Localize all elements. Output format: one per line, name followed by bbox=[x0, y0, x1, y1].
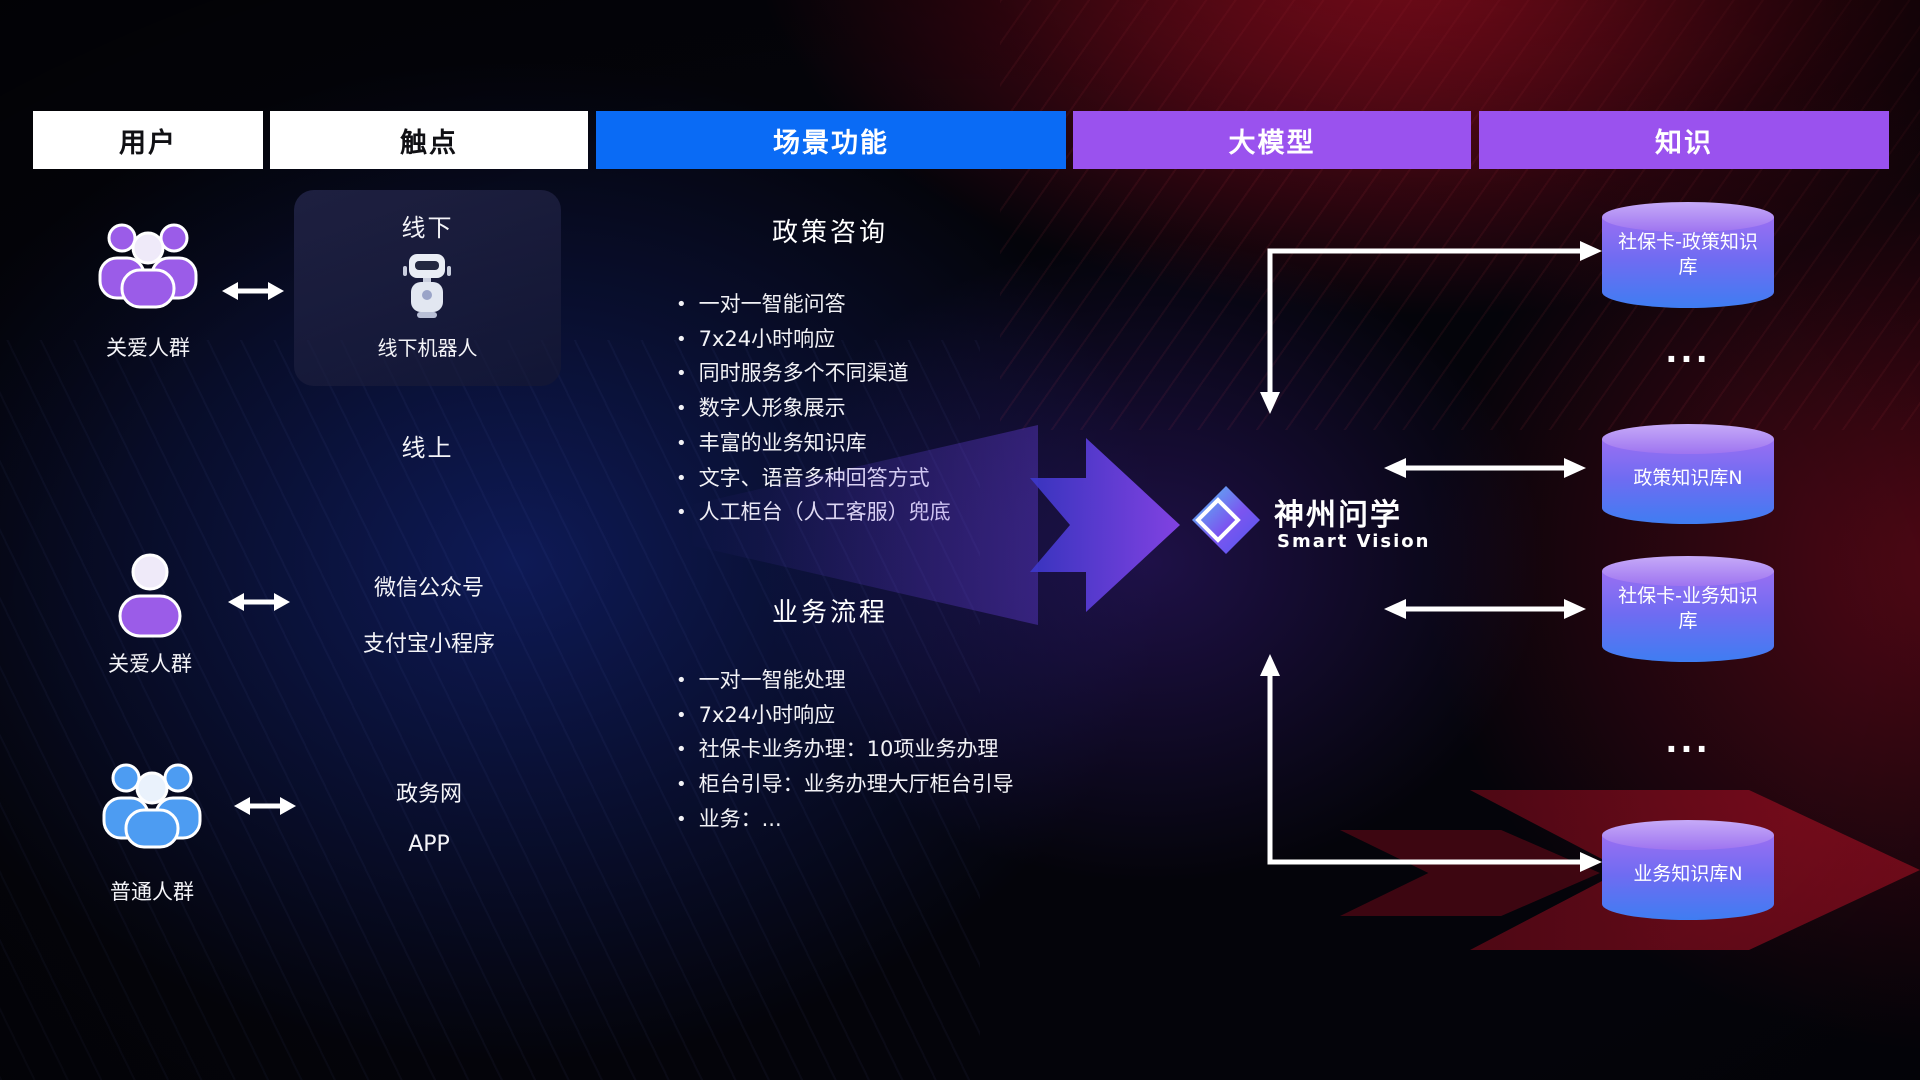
knowledge-base-label: 业务知识库N bbox=[1633, 863, 1743, 885]
scenario-business-list: 一对一智能处理 7x24小时响应 社保卡业务办理：10项业务办理 柜台引导：业务… bbox=[676, 664, 1014, 838]
list-item: 7x24小时响应 bbox=[676, 699, 1014, 734]
list-item: 丰富的业务知识库 bbox=[676, 427, 951, 462]
offline-touchpoint-card: 线下 线下机器人 bbox=[294, 190, 561, 386]
knowledge-base-label: 社保卡-业务知识库 bbox=[1618, 585, 1758, 632]
user-label-general-group: 普通人群 bbox=[110, 880, 194, 904]
scenario-title-policy: 政策咨询 bbox=[771, 218, 888, 248]
channel-app: APP bbox=[408, 832, 450, 857]
knowledge-base-business-ssc: 社保卡-业务知识库 bbox=[1602, 556, 1774, 662]
user-label-care-group-2: 关爱人群 bbox=[108, 652, 192, 676]
bidirectional-arrow-icon bbox=[228, 593, 290, 611]
model-subtitle: Smart Vision bbox=[1277, 531, 1431, 552]
header-scenarios: 场景功能 bbox=[596, 111, 1066, 169]
header-model: 大模型 bbox=[1073, 111, 1471, 169]
header-touchpoints-label: 触点 bbox=[400, 127, 458, 159]
list-item: 人工柜台（人工客服）兜底 bbox=[676, 496, 951, 531]
diagonal-streaks-red bbox=[1000, 0, 1920, 430]
knowledge-base-business-n: 业务知识库N bbox=[1602, 820, 1774, 920]
user-group-purple-icon bbox=[98, 223, 198, 309]
user-single-purple-icon bbox=[118, 553, 182, 638]
online-title: 线上 bbox=[401, 434, 454, 462]
list-item: 7x24小时响应 bbox=[676, 323, 951, 358]
header-knowledge-label: 知识 bbox=[1655, 127, 1713, 159]
header-knowledge: 知识 bbox=[1479, 111, 1889, 169]
knowledge-base-label: 社保卡-政策知识库 bbox=[1618, 231, 1758, 278]
user-group-blue-icon bbox=[102, 763, 202, 849]
ellipsis-top: ... bbox=[1665, 332, 1711, 370]
scenario-title-business: 业务流程 bbox=[771, 598, 888, 628]
header-touchpoints: 触点 bbox=[270, 111, 588, 169]
list-item: 一对一智能问答 bbox=[676, 288, 951, 323]
robot-icon bbox=[403, 254, 451, 318]
cylinder-body bbox=[1602, 571, 1774, 662]
list-item: 社保卡业务办理：10项业务办理 bbox=[676, 733, 1014, 768]
header-users: 用户 bbox=[33, 111, 263, 169]
header-scenarios-label: 场景功能 bbox=[773, 127, 889, 159]
bidirectional-arrow-icon bbox=[234, 797, 296, 815]
list-item: 一对一智能处理 bbox=[676, 664, 1014, 699]
cylinder-body bbox=[1602, 217, 1774, 308]
list-item: 数字人形象展示 bbox=[676, 392, 951, 427]
channel-gov-web: 政务网 bbox=[395, 782, 462, 807]
list-item: 同时服务多个不同渠道 bbox=[676, 357, 951, 392]
list-item: 柜台引导：业务办理大厅柜台引导 bbox=[676, 768, 1014, 803]
offline-title: 线下 bbox=[401, 214, 454, 242]
header-model-label: 大模型 bbox=[1228, 127, 1316, 159]
knowledge-base-policy-ssc: 社保卡-政策知识库 bbox=[1602, 202, 1774, 308]
list-item: 业务：... bbox=[676, 803, 1014, 838]
knowledge-base-policy-n: 政策知识库N bbox=[1602, 424, 1774, 524]
big-flow-arrow-icon bbox=[1030, 438, 1180, 612]
header-users-label: 用户 bbox=[119, 127, 177, 159]
knowledge-base-label: 政策知识库N bbox=[1633, 467, 1743, 489]
offline-robot-label: 线下机器人 bbox=[377, 336, 478, 360]
model-name: 神州问学 bbox=[1274, 498, 1402, 533]
list-item: 文字、语音多种回答方式 bbox=[676, 462, 951, 497]
decor-red-chevron-small bbox=[1340, 830, 1600, 916]
user-label-care-group-1: 关爱人群 bbox=[106, 336, 190, 360]
bidirectional-arrow-icon bbox=[222, 282, 284, 300]
scenario-policy-list: 一对一智能问答 7x24小时响应 同时服务多个不同渠道 数字人形象展示 丰富的业… bbox=[676, 288, 951, 531]
channel-alipay: 支付宝小程序 bbox=[362, 632, 495, 657]
ellipsis-bottom: ... bbox=[1665, 722, 1711, 760]
smart-vision-logo-icon bbox=[1192, 486, 1260, 554]
channel-wechat: 微信公众号 bbox=[373, 576, 484, 601]
